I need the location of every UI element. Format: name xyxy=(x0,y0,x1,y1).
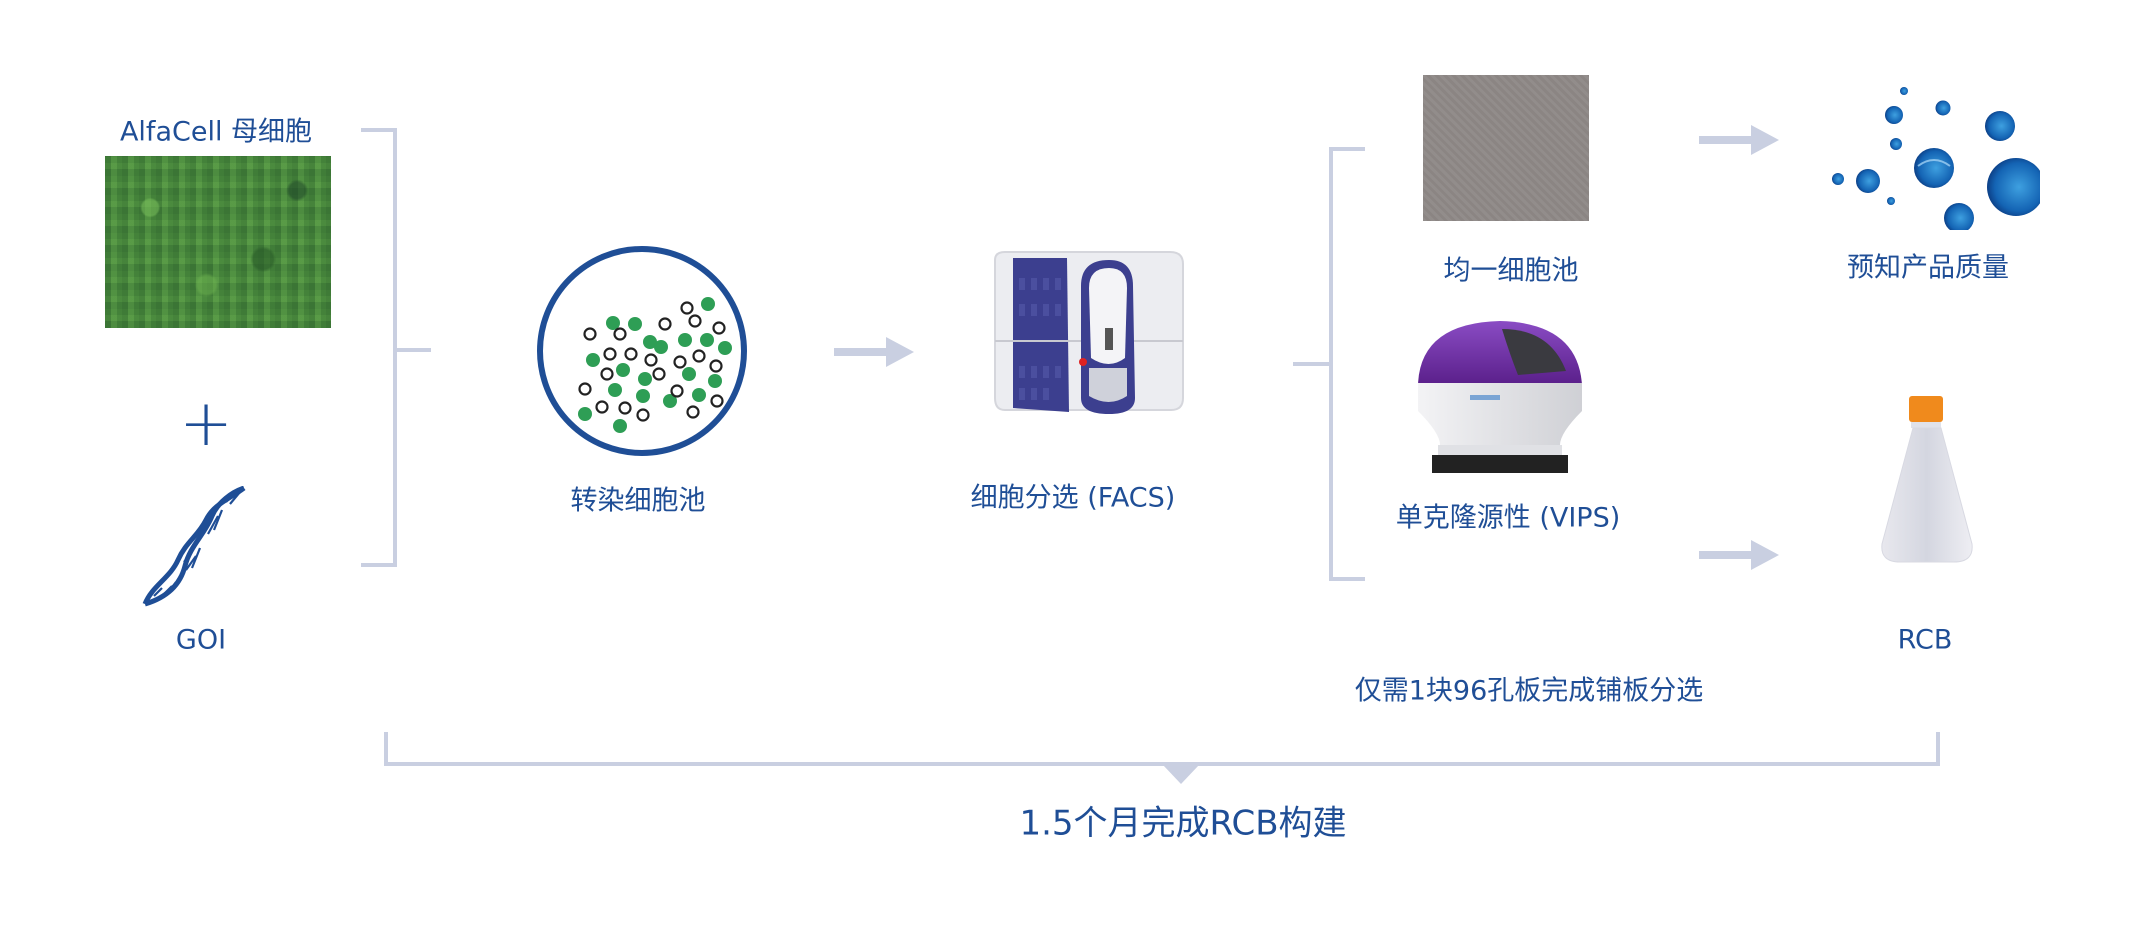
transfected-cell-dot xyxy=(708,374,722,388)
arrow-right-icon xyxy=(1699,540,1779,570)
untransfected-cell-dot xyxy=(688,314,702,328)
product-quality-label: 预知产品质量 xyxy=(1847,252,2009,284)
untransfected-cell-dot xyxy=(712,321,726,335)
untransfected-cell-dot xyxy=(583,327,597,341)
transfected-cell-dot xyxy=(586,353,600,367)
bracket-right-bottom xyxy=(1329,577,1365,581)
transfected-cell-dot xyxy=(608,383,622,397)
transfected-cell-dot xyxy=(638,372,652,386)
timeline-bracket-left xyxy=(384,732,388,766)
transfected-cell-dot xyxy=(636,389,650,403)
bracket-left-top xyxy=(361,128,397,132)
transfected-cell-dot xyxy=(692,388,706,402)
untransfected-cell-dot xyxy=(680,301,694,315)
dna-helix-icon xyxy=(142,486,246,607)
untransfected-cell-dot xyxy=(652,367,666,381)
untransfected-cell-dot xyxy=(595,400,609,414)
transfected-cell-dot xyxy=(606,316,620,330)
transfected-cell-dot xyxy=(616,363,630,377)
untransfected-cell-dot xyxy=(686,405,700,419)
timeline-label: 1.5个月完成RCB构建 xyxy=(1019,803,1347,844)
untransfected-cell-dot xyxy=(709,359,723,373)
transfected-cell-dot xyxy=(643,335,657,349)
untransfected-cell-dot xyxy=(636,408,650,422)
untransfected-cell-dot xyxy=(692,349,706,363)
plate-note: 仅需1块96孔板完成铺板分选 xyxy=(1354,675,1704,707)
bracket-right-tick xyxy=(1293,362,1333,366)
untransfected-cell-dot xyxy=(603,347,617,361)
transfected-cell-dot xyxy=(678,333,692,347)
bracket-left-vertical xyxy=(393,128,397,567)
transfected-cell-dot xyxy=(701,297,715,311)
untransfected-cell-dot xyxy=(673,355,687,369)
bubbles-icon xyxy=(1832,87,2040,230)
transfected-cell-dot xyxy=(654,340,668,354)
timeline-bracket-right xyxy=(1936,732,1940,766)
transfected-cell-dot xyxy=(578,407,592,421)
uniform-cell-image xyxy=(1423,75,1589,221)
timeline-bracket-line xyxy=(384,762,1940,766)
transfected-cell-dot xyxy=(700,333,714,347)
cell-pool-icon xyxy=(537,246,747,456)
transfected-cell-dot xyxy=(682,367,696,381)
untransfected-cell-dot xyxy=(578,382,592,396)
untransfected-cell-dot xyxy=(618,401,632,415)
transfected-cell-dot xyxy=(628,317,642,331)
vips-instrument xyxy=(1418,321,1582,473)
uniform-pool-label: 均一细胞池 xyxy=(1443,255,1579,287)
rcb-label: RCB xyxy=(1897,624,1953,656)
untransfected-cell-dot xyxy=(670,384,684,398)
vips-label: 单克隆源性 (VIPS) xyxy=(1395,502,1621,534)
flask-icon xyxy=(1881,396,1973,563)
facs-instrument xyxy=(994,251,1184,414)
untransfected-cell-dot xyxy=(658,317,672,331)
bracket-left-tick xyxy=(393,348,431,352)
bracket-left-bottom xyxy=(361,563,397,567)
plus-icon: + xyxy=(179,387,233,461)
parent-cell-label: AlfaCell 母细胞 xyxy=(119,116,313,148)
transfected-cell-dot xyxy=(613,419,627,433)
untransfected-cell-dot xyxy=(644,353,658,367)
arrow-right-icon xyxy=(834,337,914,367)
down-pointer-icon xyxy=(1163,765,1199,784)
facs-label: 细胞分选 (FACS) xyxy=(970,482,1176,514)
untransfected-cell-dot xyxy=(624,347,638,361)
untransfected-cell-dot xyxy=(613,327,627,341)
transfected-cell-dot xyxy=(718,341,732,355)
arrow-right-icon xyxy=(1699,125,1779,155)
transfected-cell-dot xyxy=(663,394,677,408)
bracket-right-top xyxy=(1329,147,1365,151)
parent-cell-image xyxy=(105,156,331,328)
transfected-pool-label: 转染细胞池 xyxy=(570,485,706,517)
goi-label: GOI xyxy=(175,624,227,656)
untransfected-cell-dot xyxy=(710,394,724,408)
untransfected-cell-dot xyxy=(600,367,614,381)
